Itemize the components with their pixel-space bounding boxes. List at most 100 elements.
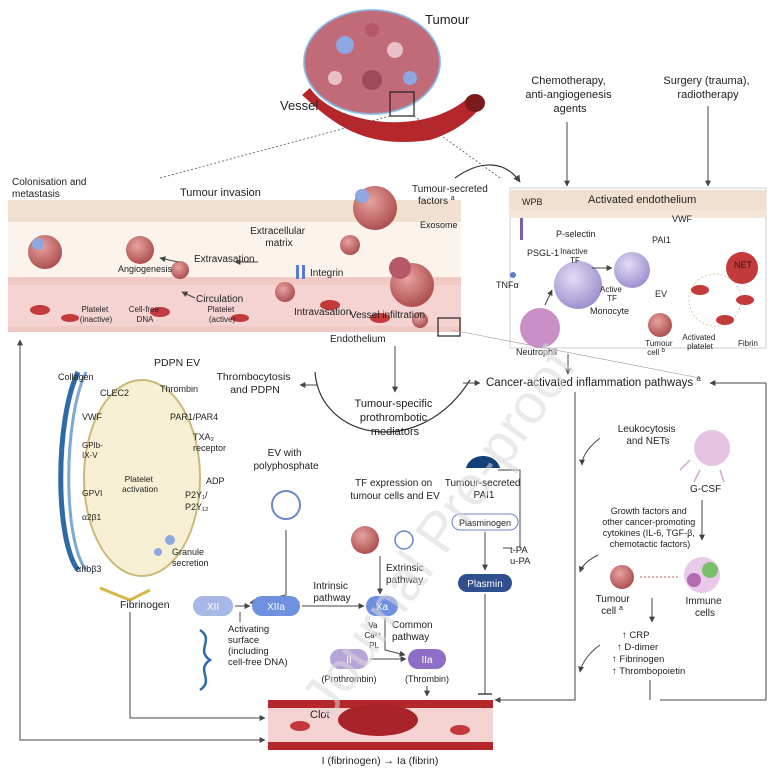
factor-xiia-label: XIIa <box>267 602 285 613</box>
ev-tf-icon <box>394 530 414 550</box>
plasmin-pill <box>458 574 512 592</box>
activated-endothelium-panel <box>509 187 767 349</box>
pai1-top-label: PAI1 <box>652 235 671 245</box>
tumour-cell-tf-icon <box>351 526 379 554</box>
activated-endothelium-label: Activated endothelium <box>588 194 696 206</box>
factor-xii-label: XII <box>207 602 219 613</box>
monocyte-label: Monocyte <box>590 306 629 316</box>
platelet-active-label: Platelet (active) <box>208 305 237 324</box>
vessel-illustration <box>302 88 485 142</box>
factor-xiia-pill <box>252 596 300 616</box>
platelet-illustration <box>58 370 201 602</box>
dna-icon <box>199 628 213 692</box>
activated-platelet-label: Activated platelet <box>682 333 717 351</box>
tf-expression-label: TF expression on tumour cells and EV <box>350 478 440 502</box>
wpb-label: WPB <box>522 197 543 207</box>
neutrophil-label: Neutrophil <box>516 347 557 357</box>
vessel-label: Vessel <box>280 98 318 113</box>
chemo-label: Chemotherapy, anti-angiogenesis agents <box>525 75 614 115</box>
cancer-activated-label: Cancer-activated inflammation pathways a <box>486 374 701 389</box>
neutrophil-net-icon <box>679 430 730 483</box>
psgl1-label: PSGL-1 <box>527 248 559 258</box>
collagen-label: Collagen <box>58 372 94 382</box>
cell-free-dna-label: Cell-free DNA <box>129 305 161 324</box>
prothrombin-label: (Prothrombin) <box>321 674 376 684</box>
common-label: Common pathway <box>392 620 435 643</box>
granule-label: Granule secretion <box>172 547 209 568</box>
ev-poly-label: EV with polyphosphate <box>253 448 318 472</box>
extravasation-label: Extravasation <box>194 254 255 265</box>
extracellular-matrix-label: Extracellular matrix <box>250 226 308 249</box>
net-label: NET <box>734 260 753 270</box>
active-tf-label: Active TF <box>600 285 624 303</box>
ev-top-label: EV <box>655 289 667 299</box>
exosome-label: Exosome <box>420 220 458 230</box>
angiogenesis-label: Angiogenesis <box>118 264 173 274</box>
plasminogen-label: Plasminogen <box>459 518 511 528</box>
factor-ii-label: II <box>346 655 352 666</box>
factor-iia-pill <box>408 649 446 669</box>
vessel-infiltration-label: Vessel infiltration <box>350 310 425 321</box>
factor-xii-pill <box>193 596 233 616</box>
tumour-label: Tumour <box>425 12 470 27</box>
p-selectin-label: P-selectin <box>556 229 596 239</box>
endothelium-label: Endothelium <box>330 334 386 345</box>
invasion-panel <box>8 186 461 337</box>
pai1-icon <box>466 456 500 468</box>
ev-poly-icon <box>271 490 301 520</box>
tumour-invasion-label: Tumour invasion <box>180 187 261 199</box>
gcsf-label: G-CSF <box>690 484 721 495</box>
surgery-label: Surgery (trauma), radiotherapy <box>663 75 752 101</box>
factor-iia-label: IIa <box>421 655 433 666</box>
thrombocytosis-label: Thrombocytosis and PDPN <box>216 371 293 396</box>
factor-ii-pill <box>330 649 368 669</box>
adp-label: ADP <box>206 476 225 486</box>
colonisation-label: Colonisation and metastasis <box>12 177 89 200</box>
tumour-pai1-label: Tumour-secreted PAI1 <box>445 478 524 501</box>
vwf-left-label: VWF <box>82 412 102 422</box>
markers-label: ↑ CRP ↑ D-dimer ↑ Fibrinogen ↑ Thrombopo… <box>612 630 685 677</box>
extrinsic-label: Extrinsic pathway <box>386 563 427 586</box>
clec2-label: CLEC2 <box>100 388 129 398</box>
thrombin-label: (Thrombin) <box>405 674 449 684</box>
a2b1-label: α2β1 <box>82 512 102 522</box>
integrin-label: Integrin <box>310 268 343 279</box>
platelet-inactive-label: Platelet (inactive) <box>80 305 113 324</box>
factor-xa-pill <box>366 596 398 616</box>
clot-vessel <box>268 700 493 750</box>
plasmin-label: Plasmin <box>467 579 503 590</box>
leukocytosis-label: Leukocytosis and NETs <box>618 424 679 447</box>
tumour-cell-a-icon <box>610 565 634 589</box>
tumour-secreted-factors-label: Tumour-secreted factors a <box>412 184 491 207</box>
fibrin-bottom-label: I (fibrinogen) → Ia (fibrin) <box>322 755 439 767</box>
immune-cells-label: Immune cells <box>686 596 725 619</box>
gpib-label: GPIb- IX-V <box>82 441 105 460</box>
thrombin-receptor-label: Thrombin <box>160 384 198 394</box>
par-label: PAR1/PAR4 <box>170 412 218 422</box>
tumour-illustration <box>303 9 441 115</box>
circulation-label: Circulation <box>196 294 243 305</box>
mediators-arc <box>314 371 471 433</box>
platelet-activation-label: Platelet activation <box>122 474 158 494</box>
aiib-label: αIIbβ3 <box>76 564 101 574</box>
gpvi-label: GPVI <box>82 488 102 498</box>
activating-surface-label: Activating surface (including cell-free … <box>228 624 288 668</box>
intrinsic-label: Intrinsic pathway <box>313 581 350 604</box>
inactive-tf-label: Inactive TF <box>560 247 590 265</box>
fibrin-top-label: Fibrin <box>738 339 758 348</box>
factor-xa-label: Xa <box>376 602 389 613</box>
clot-label: Clot <box>310 709 330 721</box>
plasminogen-pill <box>451 513 519 531</box>
fibrinogen-left-label: Fibrinogen <box>120 599 170 611</box>
mediators-label: Tumour-specific prothrombotic mediators <box>355 398 436 438</box>
txa2-label: TXA₂ receptor <box>193 432 226 453</box>
tumour-cell-a-label: Tumour cell a <box>596 594 633 617</box>
vwf-top-label: VWF <box>672 214 692 224</box>
growth-factors-label: Growth factors and other cancer-promotin… <box>602 506 698 549</box>
tnfa-label: TNFα <box>496 280 519 290</box>
pdpn-ev-label: PDPN EV <box>154 357 200 369</box>
intravasation-label: Intravasation <box>294 307 351 318</box>
tpa-label: t-PA u-PA <box>510 545 531 567</box>
p2y-label: P2Y₁/ P2Y₁₂ <box>185 490 210 512</box>
